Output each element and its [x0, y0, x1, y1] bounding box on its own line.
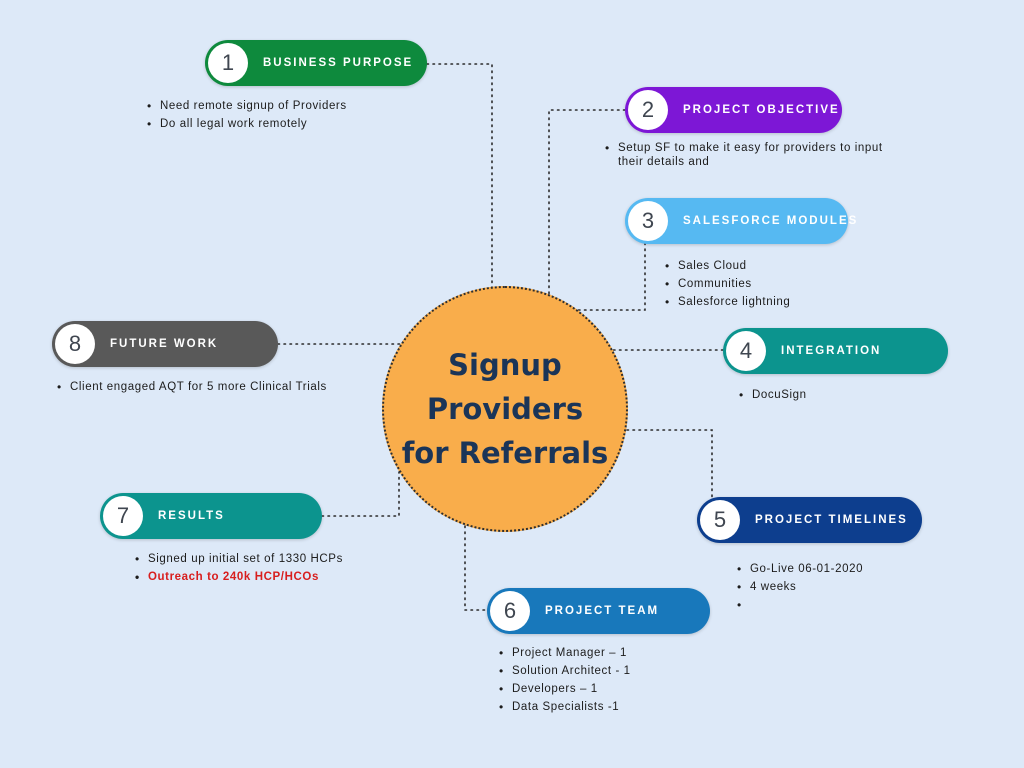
bullet-list-project-objective: Setup SF to make it easy for providers t… — [603, 141, 911, 173]
bullet-list-results: Signed up initial set of 1330 HCPs Outre… — [133, 552, 413, 588]
node-integration: 4 INTEGRATION — [723, 328, 948, 374]
bullet-list-integration: DocuSign — [737, 388, 937, 406]
node-label: PROJECT TIMELINES — [755, 514, 908, 526]
node-number-badge: 6 — [490, 591, 530, 631]
connector-project-team — [464, 525, 488, 611]
node-number-badge: 2 — [628, 90, 668, 130]
central-topic-line: Providers — [426, 392, 584, 426]
node-project-objective: 2 PROJECT OBJECTIVE — [625, 87, 842, 133]
node-salesforce-modules: 3 SALESFORCE MODULES — [625, 198, 856, 244]
connector-business-purpose — [426, 63, 493, 290]
node-label: RESULTS — [158, 510, 225, 522]
bullet-item: 4 weeks — [735, 580, 955, 594]
node-project-team: 6 PROJECT TEAM — [487, 588, 710, 634]
node-future-work: 8 FUTURE WORK — [52, 321, 278, 367]
connector-project-timelines — [626, 429, 713, 498]
central-topic-line: Signup — [448, 348, 562, 382]
bullet-item: Solution Architect - 1 — [497, 664, 737, 678]
bullet-item-alert: Outreach to 240k HCP/HCOs — [133, 570, 413, 584]
bullet-item: Do all legal work remotely — [145, 117, 465, 131]
central-topic-line: for Referrals — [401, 436, 609, 470]
bullet-item: Salesforce lightning — [663, 295, 903, 309]
node-results: 7 RESULTS — [100, 493, 322, 539]
node-label: FUTURE WORK — [110, 338, 219, 350]
connector-results — [321, 471, 400, 517]
node-number-badge: 5 — [700, 500, 740, 540]
node-number-badge: 1 — [208, 43, 248, 83]
connector-salesforce-modules — [577, 242, 646, 311]
node-number-badge: 3 — [628, 201, 668, 241]
bullet-item: Need remote signup of Providers — [145, 99, 465, 113]
bullet-list-project-timelines: Go-Live 06-01-2020 4 weeks — [735, 562, 955, 612]
bullet-item: Developers – 1 — [497, 682, 737, 696]
node-label: SALESFORCE MODULES — [683, 215, 859, 227]
node-label: BUSINESS PURPOSE — [263, 57, 414, 69]
node-label: INTEGRATION — [781, 345, 882, 357]
connector-project-objective — [548, 109, 626, 296]
bullet-item: Sales Cloud — [663, 259, 903, 273]
bullet-item: Client engaged AQT for 5 more Clinical T… — [55, 380, 395, 394]
bullet-list-salesforce-modules: Sales Cloud Communities Salesforce light… — [663, 259, 903, 313]
bullet-item: Go-Live 06-01-2020 — [735, 562, 955, 576]
central-topic: Signup Providers for Referrals — [382, 286, 628, 532]
node-number-badge: 4 — [726, 331, 766, 371]
node-number-badge: 7 — [103, 496, 143, 536]
node-label: PROJECT TEAM — [545, 605, 660, 617]
node-number-badge: 8 — [55, 324, 95, 364]
bullet-item: Setup SF to make it easy for providers t… — [603, 141, 911, 169]
bullet-item: Signed up initial set of 1330 HCPs — [133, 552, 413, 566]
node-label: PROJECT OBJECTIVE — [683, 104, 840, 116]
bullet-list-business-purpose: Need remote signup of Providers Do all l… — [145, 99, 465, 135]
bullet-item: DocuSign — [737, 388, 937, 402]
bullet-item: Data Specialists -1 — [497, 700, 737, 714]
bullet-item: Project Manager – 1 — [497, 646, 737, 660]
node-business-purpose: 1 BUSINESS PURPOSE — [205, 40, 427, 86]
bullet-list-project-team: Project Manager – 1 Solution Architect -… — [497, 646, 737, 718]
bullet-list-future-work: Client engaged AQT for 5 more Clinical T… — [55, 380, 395, 398]
bullet-item: Communities — [663, 277, 903, 291]
node-project-timelines: 5 PROJECT TIMELINES — [697, 497, 922, 543]
